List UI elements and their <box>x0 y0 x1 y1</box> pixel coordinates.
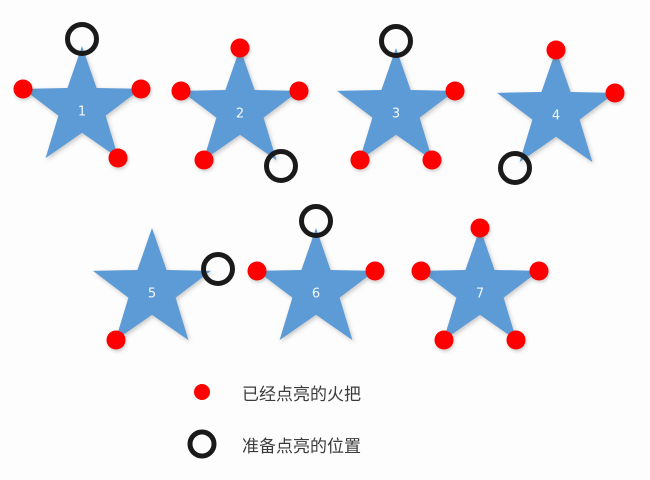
star-shape <box>23 46 141 159</box>
lit-torch-dot-icon <box>194 384 210 400</box>
lit-torch-dot[interactable] <box>422 150 442 170</box>
target-position-ring[interactable] <box>65 22 99 56</box>
star-polygon <box>497 50 615 163</box>
target-position-ring[interactable] <box>299 204 333 238</box>
lit-torch-dot[interactable] <box>230 38 250 58</box>
target-position-ring[interactable] <box>379 24 413 58</box>
target-position-ring-icon <box>187 429 217 459</box>
lit-torch-dot[interactable] <box>289 81 309 101</box>
lit-torch-dot[interactable] <box>506 330 526 350</box>
star-polygon <box>337 48 455 161</box>
star-shape <box>337 48 455 161</box>
star-polygon <box>181 48 299 161</box>
legend: 已经点亮的火把准备点亮的位置 <box>180 375 650 480</box>
lit-torch-dot[interactable] <box>131 79 151 99</box>
star-shape <box>181 48 299 161</box>
star-polygon <box>421 228 539 341</box>
lit-torch-dot[interactable] <box>106 330 126 350</box>
target-position-ring[interactable] <box>200 251 235 286</box>
lit-torch-dot[interactable] <box>546 40 566 60</box>
lit-torch-dot[interactable] <box>194 150 214 170</box>
lit-torch-dot[interactable] <box>529 261 549 281</box>
target-position-ring[interactable] <box>498 150 533 185</box>
star-polygon <box>23 46 141 159</box>
lit-torch-dot[interactable] <box>434 330 454 350</box>
lit-torch-dot[interactable] <box>108 148 128 168</box>
lit-torch-dot[interactable] <box>411 261 431 281</box>
legend-marker <box>180 427 224 461</box>
star-polygon <box>257 228 375 341</box>
legend-item-lit-torch: 已经点亮的火把 <box>180 375 361 409</box>
target-position-ring[interactable] <box>263 148 298 183</box>
lit-torch-dot[interactable] <box>350 150 370 170</box>
star-polygon <box>93 228 211 341</box>
legend-item-target-position: 准备点亮的位置 <box>180 427 361 461</box>
legend-label: 准备点亮的位置 <box>242 436 361 457</box>
star-shape <box>93 228 211 341</box>
lit-torch-dot[interactable] <box>365 261 385 281</box>
lit-torch-dot[interactable] <box>605 83 625 103</box>
star-shape <box>257 228 375 341</box>
lit-torch-dot[interactable] <box>13 79 33 99</box>
legend-label: 已经点亮的火把 <box>242 384 361 405</box>
lit-torch-dot[interactable] <box>445 81 465 101</box>
star-shape <box>421 228 539 341</box>
legend-marker <box>180 375 224 409</box>
lit-torch-dot[interactable] <box>171 81 191 101</box>
lit-torch-dot[interactable] <box>470 218 490 238</box>
star-shape <box>497 50 615 163</box>
lit-torch-dot[interactable] <box>247 261 267 281</box>
